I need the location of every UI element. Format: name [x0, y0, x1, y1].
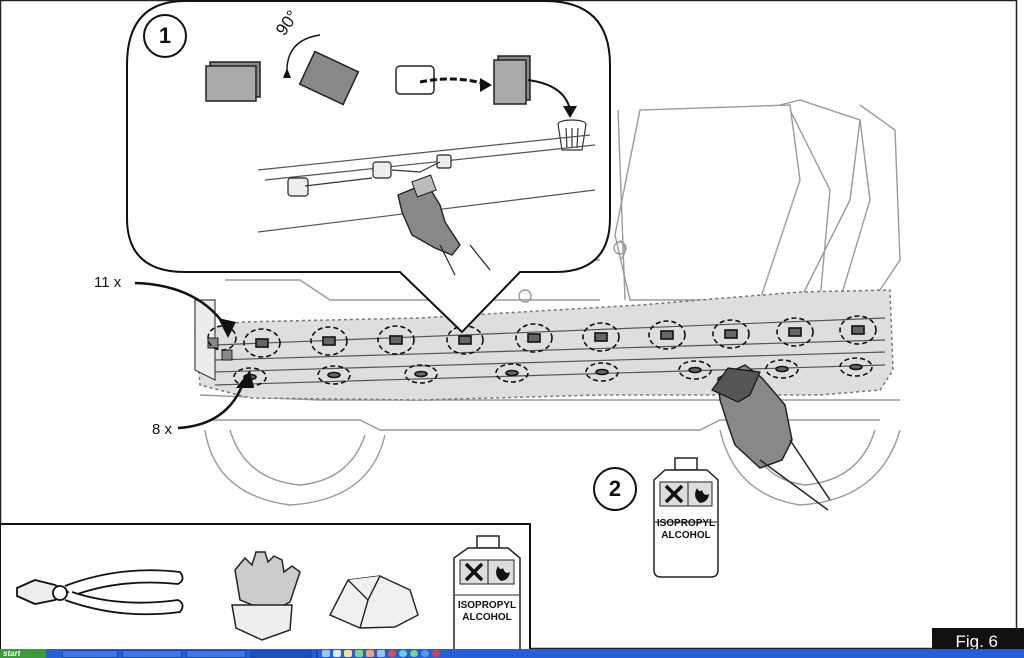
taskbar-item[interactable]	[186, 650, 246, 658]
tray-icon[interactable]	[421, 650, 429, 657]
start-button[interactable]: start	[0, 649, 46, 658]
tray-icon[interactable]	[322, 650, 330, 657]
clip-marker	[765, 359, 799, 379]
tools-bottle-label-line2: ALCOHOL	[462, 612, 512, 623]
step-2-number: 2	[593, 467, 637, 511]
taskbar-item[interactable]	[122, 650, 182, 658]
figure-label: Fig. 6	[932, 628, 1024, 650]
clip-marker	[839, 357, 873, 377]
clip-pad-icon	[205, 61, 261, 102]
isopropyl-bottle-icon	[453, 535, 521, 651]
clip-marker	[404, 364, 438, 384]
cloth-icon	[329, 575, 419, 629]
tray-icon[interactable]	[366, 650, 374, 657]
upper-clip-count-label: 11 x	[94, 274, 122, 291]
clip-marker	[377, 325, 415, 355]
tray-icon[interactable]	[399, 650, 407, 657]
clip-marker	[582, 322, 620, 352]
step-1-number: 1	[143, 14, 187, 58]
clip-marker	[515, 323, 553, 353]
empty-clip-pad-icon	[395, 65, 435, 95]
clip-marker	[776, 317, 814, 347]
step1-callout	[126, 0, 611, 334]
clip-marker	[839, 315, 877, 345]
gloved-hand-icon	[397, 174, 491, 276]
removed-clip-pad-icon	[493, 55, 531, 105]
tray-icon[interactable]	[355, 650, 363, 657]
clip-marker	[678, 360, 712, 380]
clip-marker	[310, 326, 348, 356]
trash-bin-icon	[557, 119, 587, 151]
taskbar-item[interactable]	[316, 650, 318, 658]
bottle-label-line1: ISOPROPYL	[656, 518, 716, 529]
taskbar-item-active[interactable]	[250, 650, 312, 658]
tray-icon[interactable]	[388, 650, 396, 657]
glove-icon	[231, 551, 301, 641]
pliers-icon	[16, 569, 184, 616]
clip-marker	[495, 363, 529, 383]
tray-icon[interactable]	[410, 650, 418, 657]
bottle-label-line2: ALCOHOL	[661, 530, 711, 541]
tools-bottle-label-line1: ISOPROPYL	[457, 600, 517, 611]
tray-icon[interactable]	[333, 650, 341, 657]
lower-clip-count-label: 8 x	[152, 421, 173, 438]
clip-marker	[243, 328, 281, 358]
tray-icon[interactable]	[344, 650, 352, 657]
clip-marker	[317, 365, 351, 385]
tray-icon[interactable]	[377, 650, 385, 657]
clip-marker	[648, 320, 686, 350]
cloth-icon	[711, 367, 761, 403]
move-arrow	[419, 77, 486, 86]
taskbar: start	[0, 649, 1024, 658]
lower-clip-row	[233, 357, 873, 387]
door-sill	[194, 289, 894, 401]
tray-icon[interactable]	[432, 650, 440, 657]
clip-marker	[712, 319, 750, 349]
isopropyl-bottle-icon	[653, 457, 719, 578]
rotated-clip-pad-icon	[298, 50, 360, 106]
taskbar-item[interactable]	[62, 650, 118, 658]
clip-marker	[585, 362, 619, 382]
